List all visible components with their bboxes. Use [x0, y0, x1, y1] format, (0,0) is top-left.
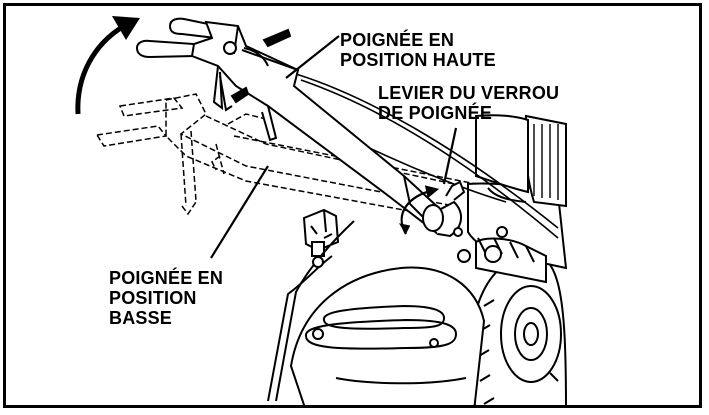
- tiller-illustration: [75, 16, 568, 405]
- label-lock-lever: LEVIER DU VERROU DE POIGNÉE: [378, 83, 560, 123]
- transmission-body: [457, 182, 568, 284]
- engine: [475, 114, 567, 208]
- curved-arrow-up-icon: [75, 16, 140, 115]
- wheel-assembly: [469, 253, 567, 405]
- tine-shield: [289, 266, 486, 405]
- leader-lines: [210, 35, 458, 259]
- label-handle-low: POIGNÉE EN POSITION BASSE: [109, 268, 224, 328]
- depth-stake: [267, 208, 355, 402]
- label-handle-high: POIGNÉE EN POSITION HAUTE: [340, 30, 496, 70]
- lower-grip: [135, 39, 195, 59]
- diagram-frame: POIGNÉE EN POSITION HAUTE LEVIER DU VERR…: [3, 3, 702, 408]
- handle-high: [135, 17, 466, 238]
- curved-arrow-rotate-icon: [398, 185, 440, 235]
